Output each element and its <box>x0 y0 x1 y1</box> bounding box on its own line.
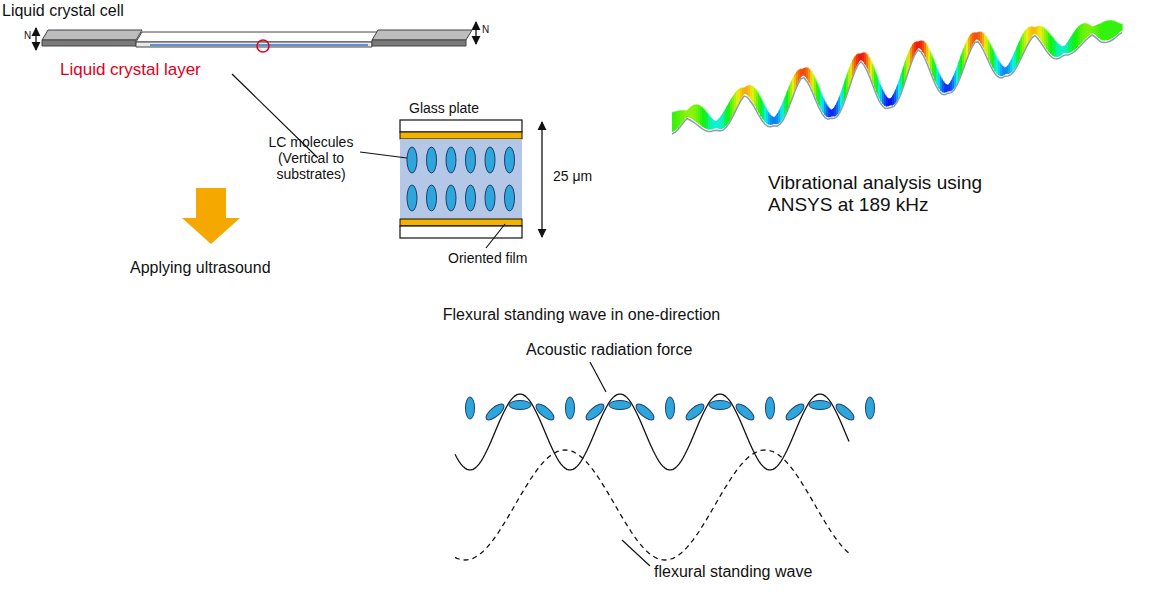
lc-molecule <box>534 401 557 422</box>
part-label: Oriented film <box>448 250 527 266</box>
action-label: Applying ultrasound <box>130 259 271 277</box>
curve-label: flexural standing wave <box>654 563 812 581</box>
cross-section <box>360 120 542 248</box>
lc-molecule <box>684 401 707 422</box>
lc-molecule <box>466 397 475 419</box>
analysis-caption: Vibrational analysis using ANSYS at 189 … <box>768 172 992 216</box>
lc-molecule <box>407 147 417 173</box>
lc-molecule <box>734 401 757 422</box>
lc-molecule <box>509 401 531 410</box>
beam-segment <box>1120 23 1123 31</box>
lc-molecule <box>634 401 657 422</box>
lc-molecule <box>709 401 731 410</box>
lc-molecule <box>407 185 417 211</box>
vibration-beam <box>672 20 1123 134</box>
lc-molecule <box>834 401 857 422</box>
lc-molecule <box>866 397 875 419</box>
polarity-mark: N <box>482 24 489 36</box>
lc-molecule <box>427 185 437 211</box>
standing-wave <box>455 362 875 566</box>
lc-molecule <box>666 397 675 419</box>
curve-label: Acoustic radiation force <box>526 341 692 359</box>
lc-molecule <box>505 185 515 211</box>
section-heading: Flexural standing wave in one-direction <box>2 306 1159 324</box>
lc-molecule <box>466 147 476 173</box>
part-label: LC molecules (Vertical to substrates) <box>262 134 360 182</box>
lc-molecule <box>584 401 607 422</box>
lc-molecule <box>427 147 437 173</box>
lc-molecule <box>784 401 807 422</box>
beam-edge <box>672 20 1122 120</box>
polarity-mark: N <box>24 30 31 42</box>
lc-molecule <box>766 397 775 419</box>
lc-molecule <box>466 185 476 211</box>
lc-cell <box>36 22 476 52</box>
lc-molecule <box>609 401 631 410</box>
lc-molecule <box>446 185 456 211</box>
lc-molecule <box>446 147 456 173</box>
lc-molecule <box>484 401 507 422</box>
lc-molecule <box>809 401 831 410</box>
layer-label: Liquid crystal layer <box>60 60 201 80</box>
lc-molecule <box>485 185 495 211</box>
down-arrow <box>182 188 240 244</box>
diagram-heading: Liquid crystal cell <box>2 2 124 20</box>
lc-molecule <box>566 397 575 419</box>
lc-molecule <box>505 147 515 173</box>
lc-molecule <box>485 147 495 173</box>
part-label: Glass plate <box>409 100 479 116</box>
dimension-label: 25 μm <box>553 168 592 184</box>
